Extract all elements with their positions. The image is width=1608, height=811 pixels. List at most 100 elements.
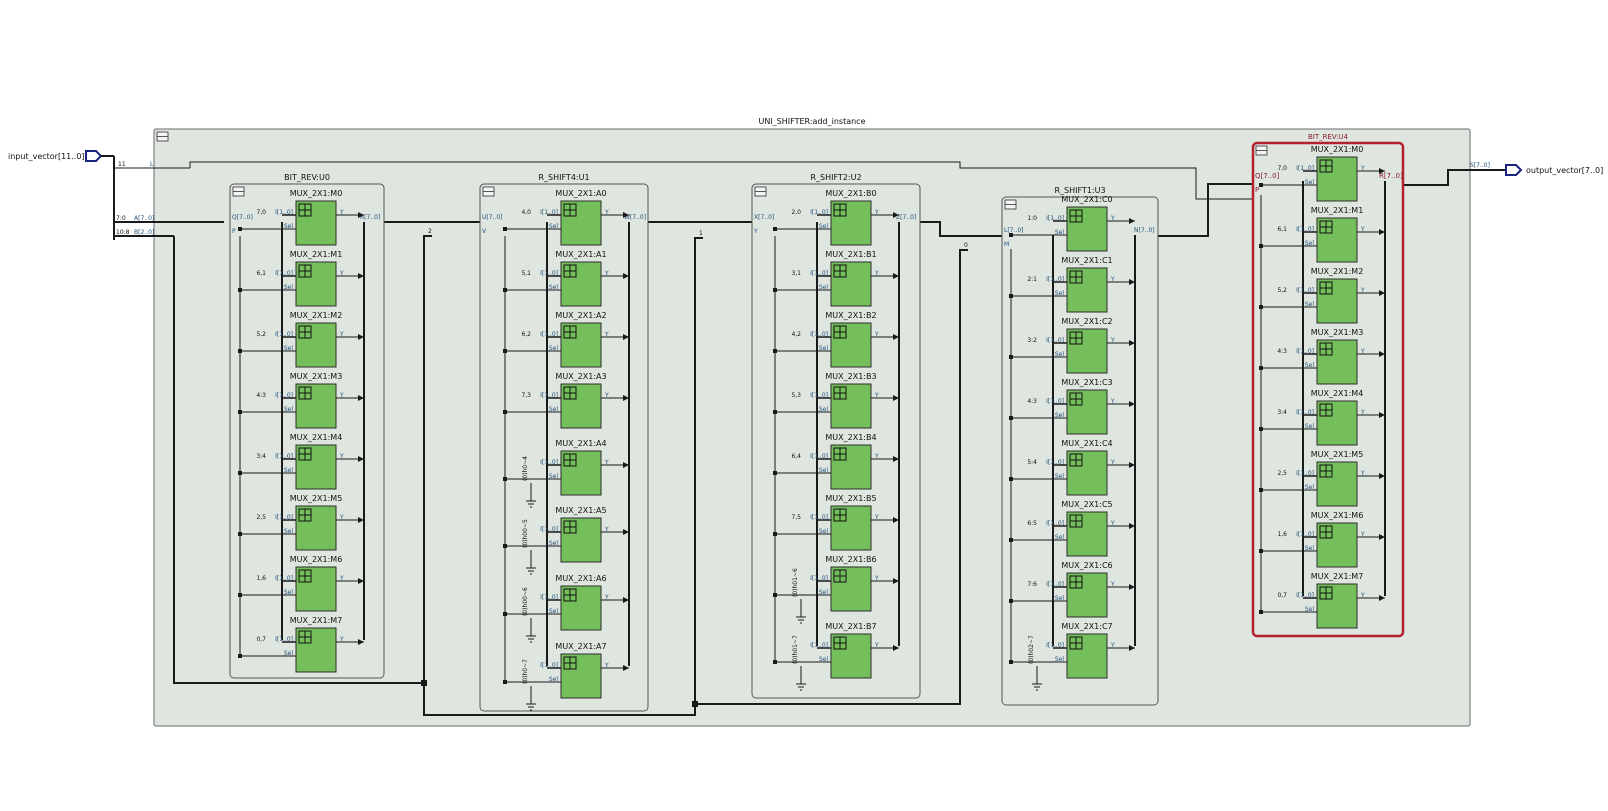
mux-body[interactable] xyxy=(1066,572,1108,618)
mux-body[interactable] xyxy=(1316,583,1358,629)
mux-body[interactable] xyxy=(1316,278,1358,324)
mux-body[interactable] xyxy=(560,653,602,699)
mux-body[interactable] xyxy=(295,200,337,246)
mux-body[interactable] xyxy=(560,585,602,631)
block-frame[interactable] xyxy=(1251,141,1405,638)
mux-out-pin: Y xyxy=(604,662,609,669)
output-port-icon[interactable] xyxy=(1505,164,1523,176)
mux-body[interactable] xyxy=(560,322,602,368)
mux-body[interactable] xyxy=(1066,511,1108,557)
mux-in-pin: I[1..0] xyxy=(1296,531,1314,538)
mux-body[interactable] xyxy=(830,566,872,612)
mux-in-pin: I[1..0] xyxy=(540,331,558,338)
mux-body[interactable] xyxy=(830,383,872,429)
mux-body[interactable] xyxy=(295,566,337,612)
mux-body[interactable] xyxy=(295,444,337,490)
mux-body[interactable] xyxy=(560,261,602,307)
mux-body[interactable] xyxy=(295,505,337,551)
mux-body[interactable] xyxy=(1066,328,1108,374)
mux-body[interactable] xyxy=(830,444,872,490)
mux-out-pin: Y xyxy=(874,453,879,460)
mux-body[interactable] xyxy=(1316,461,1358,507)
mux-body[interactable] xyxy=(1316,522,1358,568)
block-bit-rev-u4[interactable]: BIT_REV:U4Q[7..0]PR[7..0]MUX_2X1:M0I[1..… xyxy=(1251,133,1405,638)
block-r-shift4-u1[interactable]: R_SHIFT4:U1U[7..0]VW[7..0]MUX_2X1:A0I[1.… xyxy=(479,173,649,712)
block-r-shift1-u3[interactable]: R_SHIFT1:U3L[7..0]MN[7..0]MUX_2X1:C0I[1.… xyxy=(1001,186,1159,706)
mux-body[interactable] xyxy=(1316,217,1358,263)
mux-body[interactable] xyxy=(295,383,337,429)
mux-body[interactable] xyxy=(295,322,337,368)
mux-body[interactable] xyxy=(1316,339,1358,385)
mux-sel-pin: Sel xyxy=(284,650,294,657)
mux-body[interactable] xyxy=(1066,389,1108,435)
mux-in-pin: I[1..0] xyxy=(275,270,293,277)
mux-sel-pin: Sel xyxy=(1055,534,1065,541)
mux-body[interactable] xyxy=(295,261,337,307)
mux-body[interactable] xyxy=(830,200,872,246)
block-in-sel: Y xyxy=(753,228,758,235)
mux-body[interactable] xyxy=(560,200,602,246)
block-frame[interactable] xyxy=(479,183,649,712)
mux-body[interactable] xyxy=(1066,450,1108,496)
mux-body[interactable] xyxy=(560,383,602,429)
mux-body[interactable] xyxy=(1066,267,1108,313)
block-r-shift2-u2[interactable]: R_SHIFT2:U2X[7..0]YZ[7..0]MUX_2X1:B0I[1.… xyxy=(751,173,921,699)
mux-body[interactable] xyxy=(830,322,872,368)
mux-body[interactable] xyxy=(1066,206,1108,252)
block-bit-rev-u0[interactable]: BIT_REV:U0Q[7..0]PR[7..0]MUX_2X1:M0I[1..… xyxy=(229,173,385,679)
mux-body[interactable] xyxy=(560,450,602,496)
mux-body[interactable] xyxy=(560,517,602,563)
mux-body[interactable] xyxy=(1316,400,1358,446)
mux-body[interactable] xyxy=(295,627,337,673)
input-port-icon[interactable] xyxy=(85,150,103,162)
mux-body[interactable] xyxy=(830,261,872,307)
block-frame[interactable] xyxy=(229,183,385,679)
mux-body[interactable] xyxy=(1316,156,1358,202)
mux-body[interactable] xyxy=(1066,633,1108,679)
mux-body[interactable] xyxy=(830,633,872,679)
mux-body[interactable] xyxy=(830,505,872,551)
mux-in-index: 7,0 xyxy=(256,209,266,216)
block-frame[interactable] xyxy=(751,183,921,699)
